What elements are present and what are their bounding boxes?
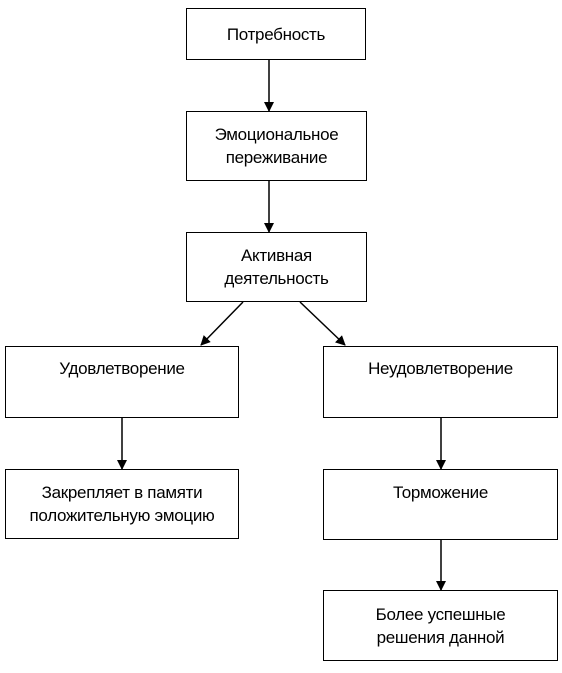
node-inhibition-label: Торможение — [392, 483, 489, 502]
node-need-label: Потребность — [226, 24, 326, 44]
node-dissatisfaction-label: Неудовлетворение — [368, 359, 513, 378]
node-satisfaction-label: Удовлетворение — [59, 359, 185, 378]
node-dissatisfaction: Неудовлетворение — [323, 346, 558, 418]
node-inhibition: Торможение — [323, 469, 558, 540]
node-emotion-label: Эмоциональное переживание — [214, 125, 339, 167]
node-memory-label: Закрепляет в памяти положительную эмоцию — [29, 483, 215, 525]
node-emotion: Эмоциональное переживание — [186, 111, 367, 181]
node-better-label: Более успешные решения данной — [375, 604, 506, 647]
node-better: Более успешные решения данной — [323, 590, 558, 661]
node-activity-label: Активная деятельность — [224, 246, 329, 288]
node-need: Потребность — [186, 8, 366, 60]
node-memory: Закрепляет в памяти положительную эмоцию — [5, 469, 239, 539]
node-satisfaction: Удовлетворение — [5, 346, 239, 418]
arrow-activity-to-satisfaction — [200, 301, 244, 346]
arrow-activity-to-dissatisfaction — [299, 301, 346, 346]
node-activity: Активная деятельность — [186, 232, 367, 302]
